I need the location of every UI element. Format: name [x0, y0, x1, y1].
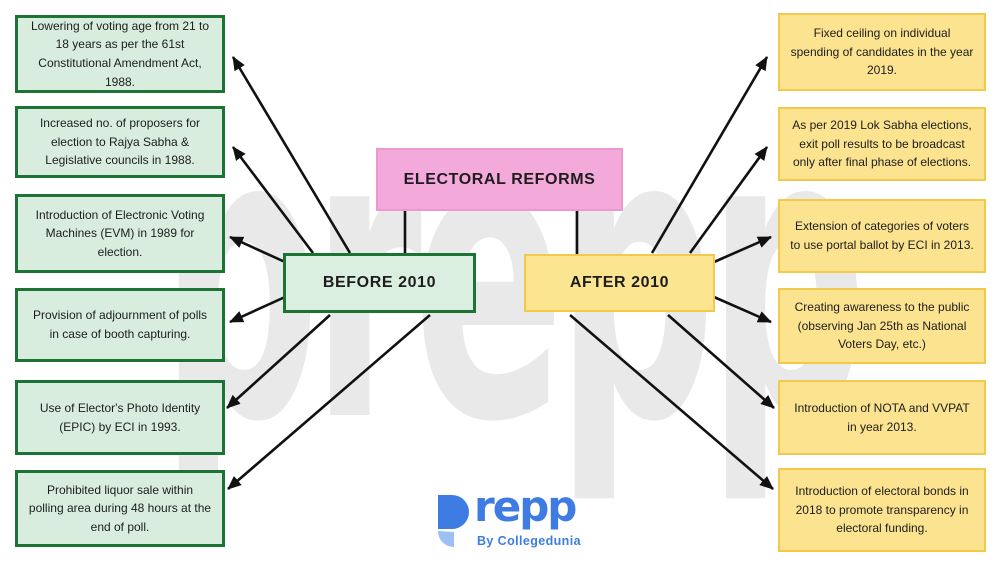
prepp-logo-icon [438, 495, 469, 547]
arrow-before-item-0 [231, 56, 352, 254]
after-item-awareness: Creating awareness to the public (observ… [778, 288, 986, 364]
before-item-voting-age: Lowering of voting age from 21 to 18 yea… [15, 15, 225, 93]
before-item-evm: Introduction of Electronic Voting Machin… [15, 194, 225, 273]
before-item-epic-text: Use of Elector's Photo Identity (EPIC) b… [39, 400, 201, 434]
before-item-adjournment: Provision of adjournment of polls in cas… [15, 288, 225, 362]
arrow-after-item-5 [569, 314, 774, 490]
before-item-epic: Use of Elector's Photo Identity (EPIC) b… [15, 380, 225, 455]
prepp-tagline: By Collegedunia [477, 534, 581, 548]
watermark-text: prepp [160, 45, 868, 510]
node-after-2010: AFTER 2010 [524, 254, 715, 312]
arrow-before-item-3 [229, 295, 286, 324]
node-after-2010-label: AFTER 2010 [569, 274, 670, 291]
prepp-logo: repp By Collegedunia [436, 486, 596, 556]
after-item-exit-polls: As per 2019 Lok Sabha elections, exit po… [778, 107, 986, 181]
arrow-after-item-1 [688, 146, 769, 254]
prepp-wordmark: repp [474, 482, 577, 531]
after-item-nota-vvpat-text: Introduction of NOTA and VVPAT in year 2… [794, 400, 970, 434]
node-electoral-reforms: ELECTORAL REFORMS [376, 148, 623, 211]
before-item-proposers-text: Increased no. of proposers for election … [39, 116, 201, 168]
after-item-spending-ceiling-text: Fixed ceiling on individual spending of … [790, 26, 974, 78]
node-electoral-reforms-label: ELECTORAL REFORMS [403, 170, 596, 188]
after-item-exit-polls-text: As per 2019 Lok Sabha elections, exit po… [792, 118, 972, 170]
arrow-after-item-3 [713, 295, 772, 324]
after-item-portal-ballot: Extension of categories of voters to use… [778, 199, 986, 273]
before-item-liquor: Prohibited liquor sale within polling ar… [15, 470, 225, 547]
node-before-2010: BEFORE 2010 [283, 253, 476, 313]
arrow-before-item-4 [226, 314, 331, 409]
before-item-evm-text: Introduction of Electronic Voting Machin… [35, 207, 205, 259]
after-item-awareness-text: Creating awareness to the public (observ… [794, 300, 970, 352]
after-item-electoral-bonds: Introduction of electoral bonds in 2018 … [778, 468, 986, 552]
arrow-before-item-1 [231, 146, 315, 254]
after-item-electoral-bonds-text: Introduction of electoral bonds in 2018 … [795, 484, 969, 536]
arrow-after-item-2 [713, 235, 772, 264]
arrow-after-item-4 [667, 314, 775, 409]
arrow-after-item-0 [650, 56, 769, 254]
after-item-portal-ballot-text: Extension of categories of voters to use… [790, 219, 974, 252]
before-item-voting-age-text: Lowering of voting age from 21 to 18 yea… [30, 18, 210, 89]
after-item-nota-vvpat: Introduction of NOTA and VVPAT in year 2… [778, 380, 986, 455]
arrow-before-item-2 [229, 235, 286, 264]
after-item-spending-ceiling: Fixed ceiling on individual spending of … [778, 13, 986, 91]
before-item-liquor-text: Prohibited liquor sale within polling ar… [28, 482, 212, 534]
before-item-adjournment-text: Provision of adjournment of polls in cas… [32, 308, 208, 341]
node-before-2010-label: BEFORE 2010 [322, 274, 437, 291]
before-item-proposers: Increased no. of proposers for election … [15, 106, 225, 178]
arrow-before-item-5 [227, 314, 431, 490]
